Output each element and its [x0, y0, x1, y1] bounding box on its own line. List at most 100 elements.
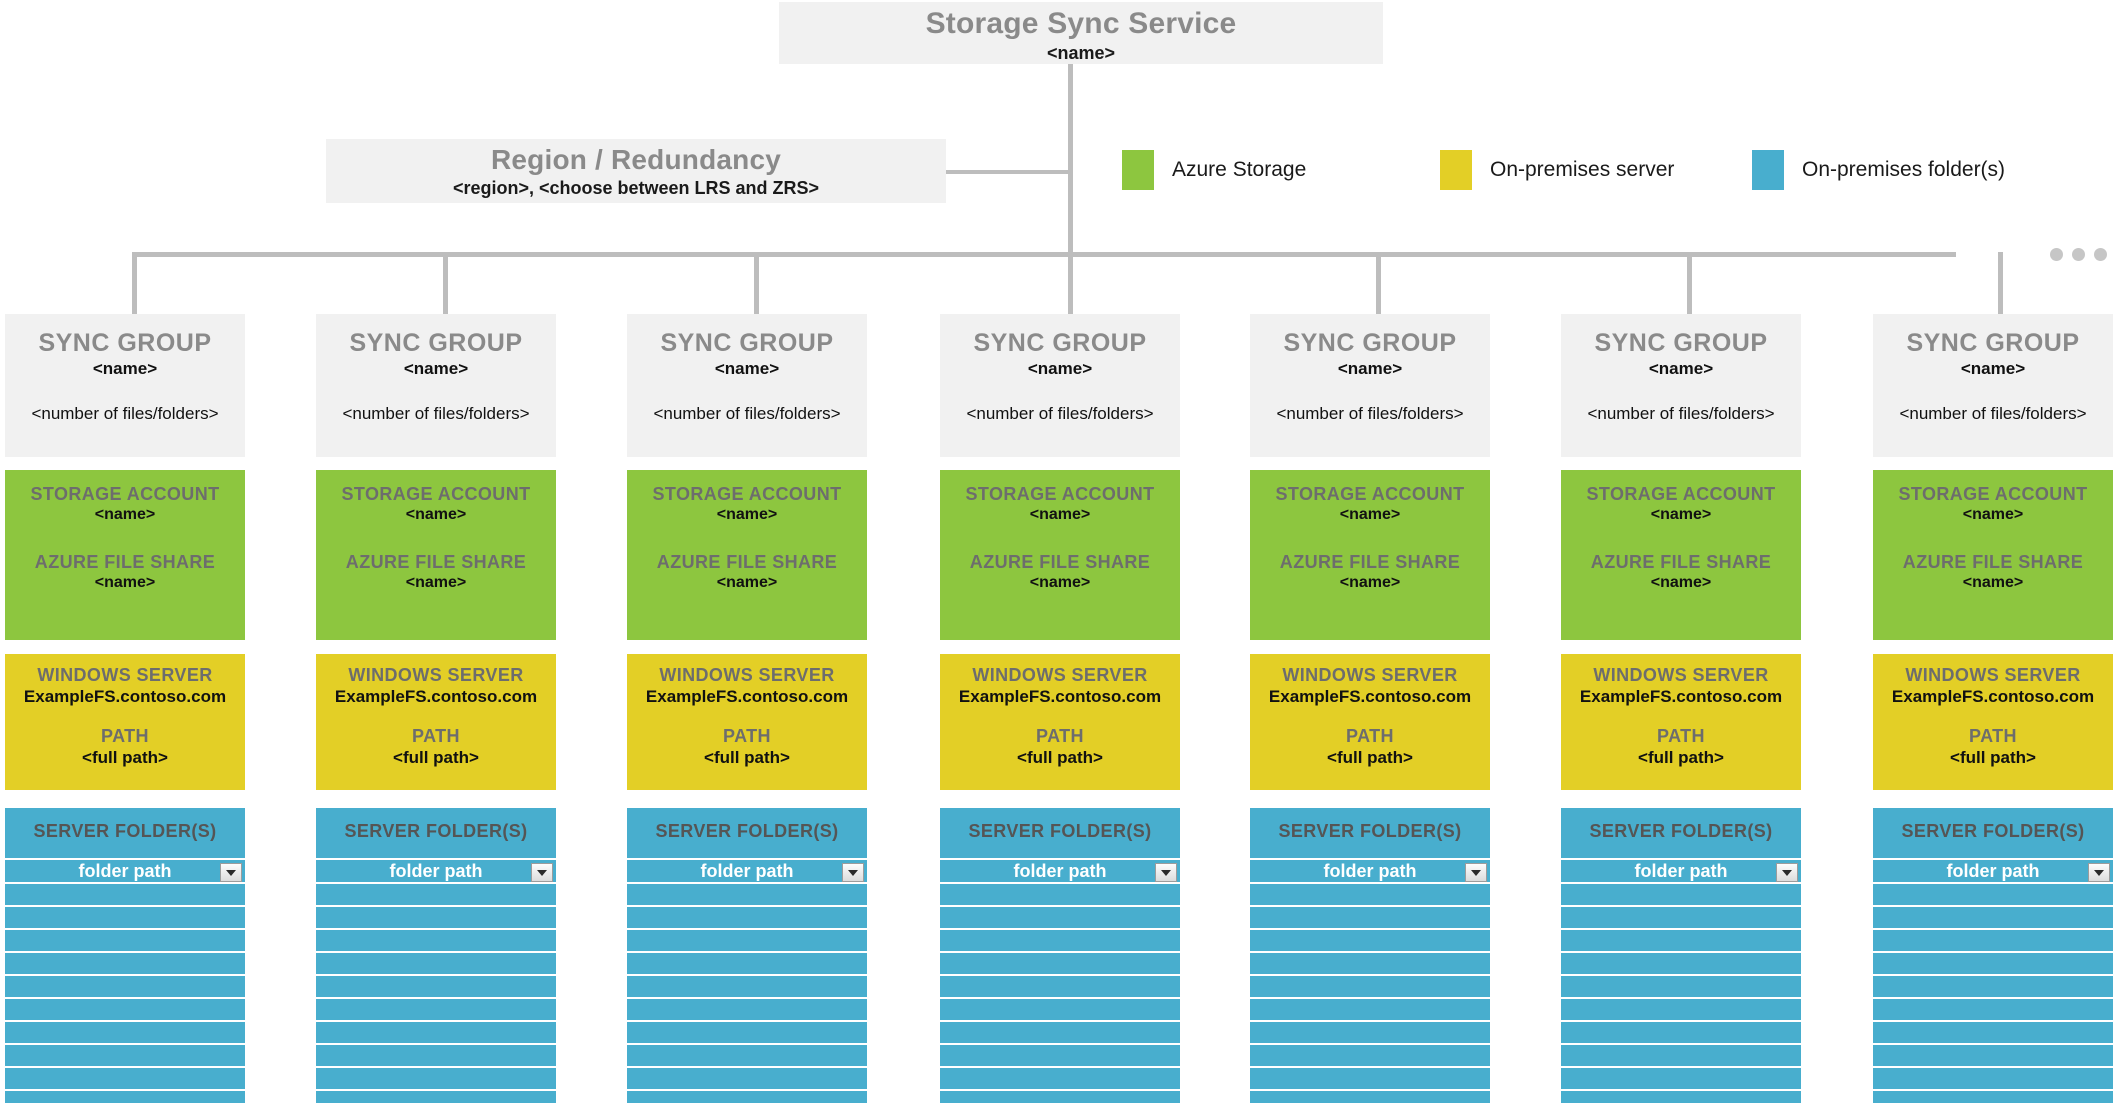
folder-row-1-3[interactable] — [5, 930, 245, 953]
folder-row-3-9[interactable] — [627, 1068, 867, 1091]
folder-row-2-3[interactable] — [316, 930, 556, 953]
folder-row-6-8[interactable] — [1561, 1045, 1801, 1068]
folder-row-4-10[interactable] — [940, 1091, 1180, 1103]
folder-row-3-1[interactable] — [627, 884, 867, 907]
folder-row-2-1[interactable] — [316, 884, 556, 907]
folder-row-7-9[interactable] — [1873, 1068, 2113, 1091]
folder-row-7-4[interactable] — [1873, 953, 2113, 976]
folder-row-1-9[interactable] — [5, 1068, 245, 1091]
folder-row-6-5[interactable] — [1561, 976, 1801, 999]
folder-row-3-8[interactable] — [627, 1045, 867, 1068]
sync-group-card-5[interactable]: SYNC GROUP<name><number of files/folders… — [1250, 314, 1490, 457]
chevron-down-icon-5[interactable] — [1465, 863, 1487, 882]
sync-group-card-2[interactable]: SYNC GROUP<name><number of files/folders… — [316, 314, 556, 457]
server-folders-card-1[interactable]: SERVER FOLDER(S)folder path — [5, 808, 245, 1103]
folder-path-header-3[interactable]: folder path — [627, 858, 867, 884]
folder-row-3-5[interactable] — [627, 976, 867, 999]
azure-storage-card-2[interactable]: STORAGE ACCOUNT<name>AZURE FILE SHARE<na… — [316, 470, 556, 640]
folder-row-1-8[interactable] — [5, 1045, 245, 1068]
chevron-down-icon-6[interactable] — [1776, 863, 1798, 882]
azure-storage-card-7[interactable]: STORAGE ACCOUNT<name>AZURE FILE SHARE<na… — [1873, 470, 2113, 640]
folder-path-header-7[interactable]: folder path — [1873, 858, 2113, 884]
folder-row-6-3[interactable] — [1561, 930, 1801, 953]
folder-row-4-3[interactable] — [940, 930, 1180, 953]
folder-row-4-1[interactable] — [940, 884, 1180, 907]
folder-path-header-6[interactable]: folder path — [1561, 858, 1801, 884]
folder-row-5-3[interactable] — [1250, 930, 1490, 953]
folder-row-5-8[interactable] — [1250, 1045, 1490, 1068]
chevron-down-icon-4[interactable] — [1155, 863, 1177, 882]
folder-row-7-3[interactable] — [1873, 930, 2113, 953]
chevron-down-icon-2[interactable] — [531, 863, 553, 882]
folder-row-5-2[interactable] — [1250, 907, 1490, 930]
folder-row-6-6[interactable] — [1561, 999, 1801, 1022]
azure-storage-card-3[interactable]: STORAGE ACCOUNT<name>AZURE FILE SHARE<na… — [627, 470, 867, 640]
folder-row-1-1[interactable] — [5, 884, 245, 907]
folder-row-6-7[interactable] — [1561, 1022, 1801, 1045]
folder-row-6-4[interactable] — [1561, 953, 1801, 976]
sync-group-card-1[interactable]: SYNC GROUP<name><number of files/folders… — [5, 314, 245, 457]
server-folders-card-2[interactable]: SERVER FOLDER(S)folder path — [316, 808, 556, 1103]
folder-path-header-5[interactable]: folder path — [1250, 858, 1490, 884]
folder-row-2-7[interactable] — [316, 1022, 556, 1045]
folder-row-4-8[interactable] — [940, 1045, 1180, 1068]
folder-row-7-10[interactable] — [1873, 1091, 2113, 1103]
folder-row-2-6[interactable] — [316, 999, 556, 1022]
folder-row-3-4[interactable] — [627, 953, 867, 976]
folder-row-2-2[interactable] — [316, 907, 556, 930]
folder-row-2-9[interactable] — [316, 1068, 556, 1091]
folder-row-6-10[interactable] — [1561, 1091, 1801, 1103]
folder-row-4-5[interactable] — [940, 976, 1180, 999]
folder-row-4-9[interactable] — [940, 1068, 1180, 1091]
azure-storage-card-1[interactable]: STORAGE ACCOUNT<name>AZURE FILE SHARE<na… — [5, 470, 245, 640]
folder-row-4-2[interactable] — [940, 907, 1180, 930]
folder-path-header-2[interactable]: folder path — [316, 858, 556, 884]
folder-row-5-10[interactable] — [1250, 1091, 1490, 1103]
folder-path-header-1[interactable]: folder path — [5, 858, 245, 884]
server-folders-card-6[interactable]: SERVER FOLDER(S)folder path — [1561, 808, 1801, 1103]
azure-storage-card-4[interactable]: STORAGE ACCOUNT<name>AZURE FILE SHARE<na… — [940, 470, 1180, 640]
folder-row-2-8[interactable] — [316, 1045, 556, 1068]
region-redundancy-node[interactable]: Region / Redundancy <region>, <choose be… — [326, 139, 946, 203]
folder-row-5-1[interactable] — [1250, 884, 1490, 907]
server-folders-card-5[interactable]: SERVER FOLDER(S)folder path — [1250, 808, 1490, 1103]
folder-row-6-1[interactable] — [1561, 884, 1801, 907]
sync-group-card-4[interactable]: SYNC GROUP<name><number of files/folders… — [940, 314, 1180, 457]
server-folders-card-4[interactable]: SERVER FOLDER(S)folder path — [940, 808, 1180, 1103]
folder-row-2-4[interactable] — [316, 953, 556, 976]
folder-row-7-1[interactable] — [1873, 884, 2113, 907]
folder-row-4-7[interactable] — [940, 1022, 1180, 1045]
server-folders-card-7[interactable]: SERVER FOLDER(S)folder path — [1873, 808, 2113, 1103]
folder-row-3-10[interactable] — [627, 1091, 867, 1103]
folder-row-1-10[interactable] — [5, 1091, 245, 1103]
sync-group-card-6[interactable]: SYNC GROUP<name><number of files/folders… — [1561, 314, 1801, 457]
chevron-down-icon-7[interactable] — [2088, 863, 2110, 882]
folder-row-4-4[interactable] — [940, 953, 1180, 976]
folder-row-4-6[interactable] — [940, 999, 1180, 1022]
folder-row-1-6[interactable] — [5, 999, 245, 1022]
folder-row-6-2[interactable] — [1561, 907, 1801, 930]
folder-row-3-3[interactable] — [627, 930, 867, 953]
sync-group-card-3[interactable]: SYNC GROUP<name><number of files/folders… — [627, 314, 867, 457]
folder-row-2-5[interactable] — [316, 976, 556, 999]
azure-storage-card-5[interactable]: STORAGE ACCOUNT<name>AZURE FILE SHARE<na… — [1250, 470, 1490, 640]
folder-row-7-8[interactable] — [1873, 1045, 2113, 1068]
chevron-down-icon-1[interactable] — [220, 863, 242, 882]
folder-row-5-7[interactable] — [1250, 1022, 1490, 1045]
folder-row-1-4[interactable] — [5, 953, 245, 976]
folder-row-1-7[interactable] — [5, 1022, 245, 1045]
folder-row-3-7[interactable] — [627, 1022, 867, 1045]
folder-row-7-2[interactable] — [1873, 907, 2113, 930]
folder-row-5-6[interactable] — [1250, 999, 1490, 1022]
server-folders-card-3[interactable]: SERVER FOLDER(S)folder path — [627, 808, 867, 1103]
azure-storage-card-6[interactable]: STORAGE ACCOUNT<name>AZURE FILE SHARE<na… — [1561, 470, 1801, 640]
folder-row-1-2[interactable] — [5, 907, 245, 930]
folder-path-header-4[interactable]: folder path — [940, 858, 1180, 884]
sync-group-card-7[interactable]: SYNC GROUP<name><number of files/folders… — [1873, 314, 2113, 457]
